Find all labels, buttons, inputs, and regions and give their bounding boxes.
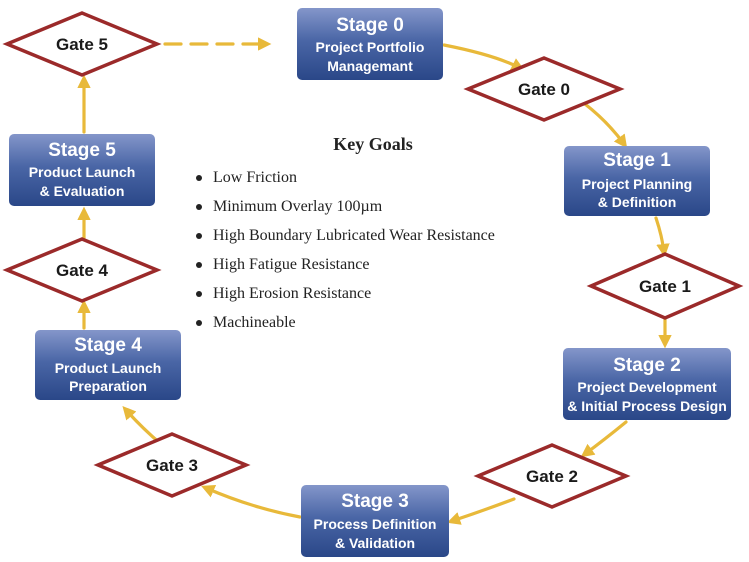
gate-1-diamond: Gate 1 (586, 252, 744, 320)
arrow-stage1-to-gate1 (654, 216, 670, 258)
gate-0-diamond: Gate 0 (463, 56, 625, 122)
stage-1-box: Stage 1 Project Planning & Definition (564, 146, 710, 216)
key-goal-item: High Boundary Lubricated Wear Resistance (192, 221, 562, 250)
key-goal-item: Machineable (192, 308, 562, 337)
key-goal-text: Low Friction (213, 169, 297, 186)
stage-3-line-2: & Validation (335, 535, 415, 551)
stage-1-line-2: & Definition (598, 194, 677, 210)
key-goal-text: High Fatigue Resistance (213, 256, 370, 273)
stage-4-title: Stage 4 (74, 335, 142, 356)
stage-3-line-1: Process Definition (314, 516, 437, 532)
gate-4-diamond: Gate 4 (2, 237, 162, 303)
stage-5-title: Stage 5 (48, 140, 116, 161)
stage-3-box: Stage 3 Process Definition & Validation (301, 485, 449, 557)
stage-4-line-2: Preparation (69, 378, 147, 394)
bullet-icon (196, 320, 202, 326)
stage-2-line-1: Project Development (577, 379, 717, 395)
stage-0-line-2: Managemant (327, 58, 413, 74)
key-goal-item: Minimum Overlay 100µm (192, 192, 562, 221)
stage-4-line-1: Product Launch (55, 360, 162, 376)
key-goal-text: High Boundary Lubricated Wear Resistance (213, 227, 495, 244)
arrow-stage3-to-gate3 (201, 485, 302, 519)
stage-4-box: Stage 4 Product Launch Preparation (35, 330, 181, 400)
key-goal-item: High Erosion Resistance (192, 279, 562, 308)
key-goals-list: Low Friction Minimum Overlay 100µm High … (192, 163, 562, 337)
stage-1-line-1: Project Planning (582, 176, 692, 192)
bullet-icon (196, 204, 202, 210)
key-goal-text: Minimum Overlay 100µm (213, 198, 383, 215)
stage-0-line-1: Project Portfolio (316, 39, 425, 55)
arrow-gate2-to-stage3 (446, 497, 516, 525)
gate-0-label: Gate 0 (518, 80, 570, 99)
stage-1-title: Stage 1 (603, 150, 671, 171)
arrow-stage2-to-gate2 (580, 420, 628, 458)
stage-5-line-1: Product Launch (29, 164, 136, 180)
bullet-icon (196, 262, 202, 268)
key-goals-panel: Key Goals Low Friction Minimum Overlay 1… (192, 134, 562, 337)
bullet-icon (196, 233, 202, 239)
key-goal-item: Low Friction (192, 163, 562, 192)
gate-2-diamond: Gate 2 (473, 443, 631, 509)
stage-0-box: Stage 0 Project Portfolio Managemant (297, 8, 443, 80)
key-goal-item: High Fatigue Resistance (192, 250, 562, 279)
key-goals-title: Key Goals (333, 134, 413, 154)
stage-5-box: Stage 5 Product Launch & Evaluation (9, 134, 155, 206)
stage-2-box: Stage 2 Project Development & Initial Pr… (563, 348, 731, 420)
gate-4-label: Gate 4 (56, 261, 109, 280)
bullet-icon (196, 175, 202, 181)
gate-3-diamond: Gate 3 (93, 432, 251, 498)
gate-5-label: Gate 5 (56, 35, 108, 54)
gate-5-diamond: Gate 5 (2, 11, 162, 77)
stage-5-line-2: & Evaluation (40, 183, 125, 199)
gate-3-label: Gate 3 (146, 456, 198, 475)
bullet-icon (196, 291, 202, 297)
gate-2-label: Gate 2 (526, 467, 578, 486)
stage-0-title: Stage 0 (336, 15, 404, 36)
arrow-stage0-to-gate0 (442, 43, 525, 71)
key-goal-text: High Erosion Resistance (213, 285, 372, 302)
arrow-gate0-to-stage1 (583, 102, 628, 149)
stage-3-title: Stage 3 (341, 491, 409, 512)
stage-2-line-2: & Initial Process Design (567, 398, 727, 414)
stage-2-title: Stage 2 (613, 355, 681, 376)
gate-1-label: Gate 1 (639, 277, 691, 296)
key-goal-text: Machineable (213, 314, 296, 331)
